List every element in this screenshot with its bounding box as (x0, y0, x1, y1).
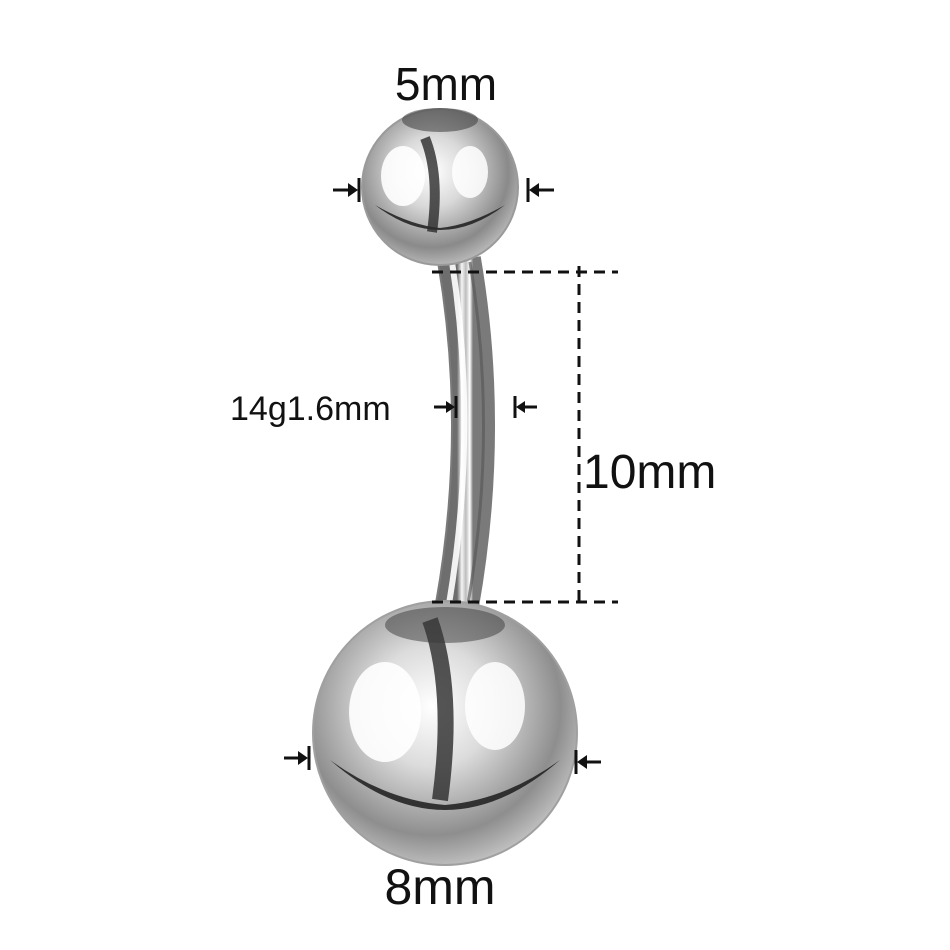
arrow-pointing-inward-icon (284, 746, 311, 770)
top-ball-diameter-label: 5mm (395, 58, 497, 110)
arrow-pointing-inward-icon (513, 396, 537, 418)
top-ball (361, 108, 519, 266)
arrow-pointing-inward-icon (434, 396, 458, 418)
bar-gauge-label: 14g1.6mm (230, 390, 391, 428)
arrow-pointing-inward-icon (526, 178, 554, 202)
length-dimension-guides (432, 266, 618, 608)
arrow-pointing-inward-icon (333, 178, 361, 202)
curved-bar (435, 256, 496, 609)
bottom-ball (312, 600, 578, 866)
bar-length-label: 10mm (583, 446, 716, 499)
top-ball-arrows (333, 178, 554, 202)
bar-gauge-arrows (434, 396, 537, 418)
bottom-ball-arrows (284, 746, 601, 774)
arrow-pointing-inward-icon (574, 750, 601, 774)
bottom-ball-diameter-label: 8mm (384, 859, 495, 915)
